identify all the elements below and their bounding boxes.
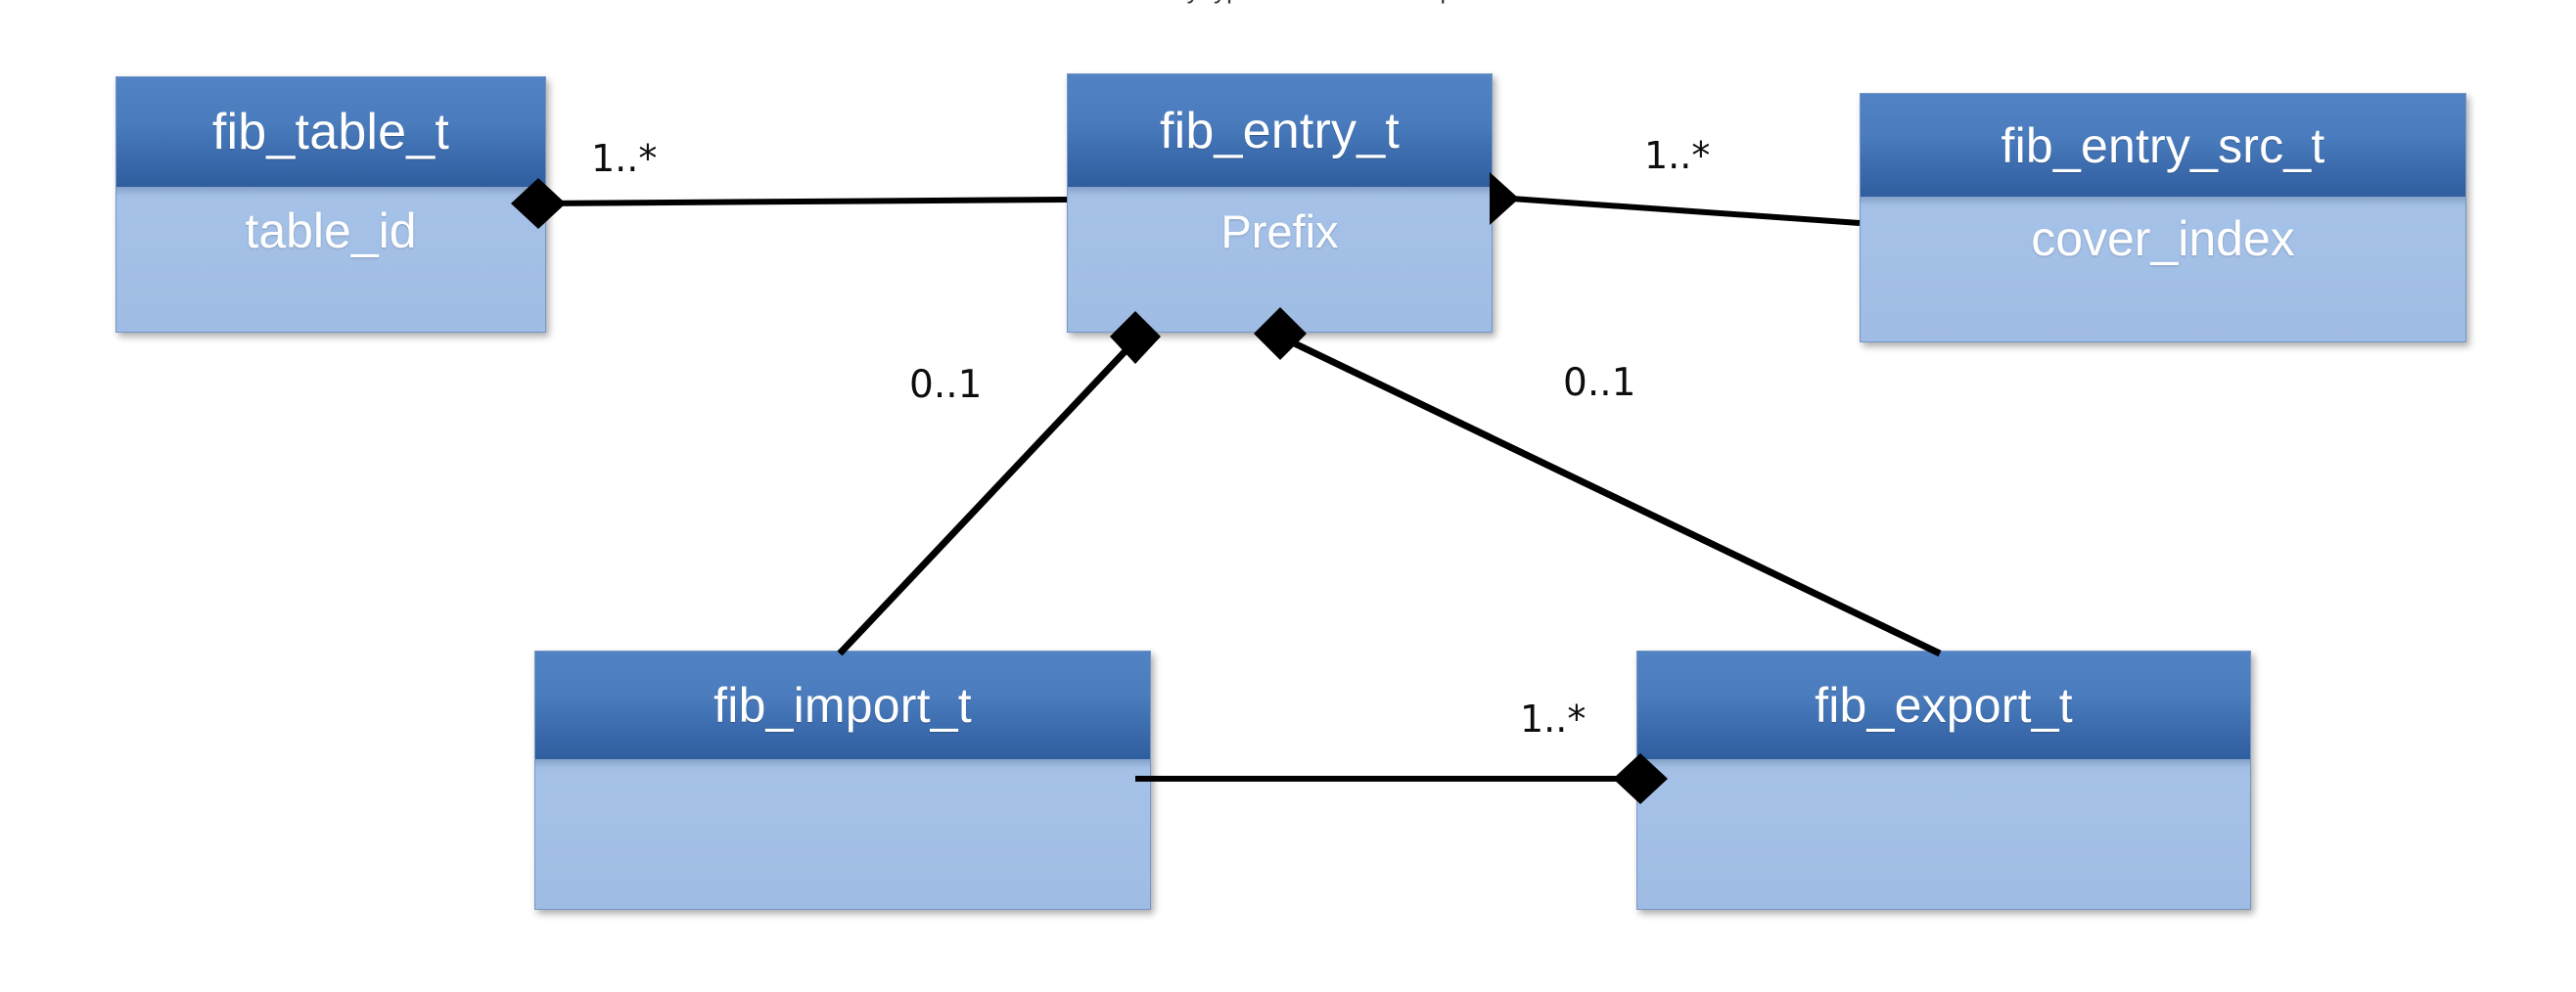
class-box-fib-entry-t[interactable]: fib_entry_t Prefix bbox=[1067, 73, 1493, 333]
class-attributes-fib-import-t bbox=[535, 759, 1150, 909]
filled-arrow-entry-end bbox=[1490, 172, 1519, 225]
relationship-entry-to-import bbox=[837, 311, 1161, 656]
class-attributes-fib-entry-t: Prefix bbox=[1068, 187, 1492, 332]
relationship-table-to-entry bbox=[511, 178, 1068, 229]
relationship-import-to-export bbox=[1135, 753, 1668, 804]
class-name-fib-table-t: fib_table_t bbox=[116, 77, 545, 187]
relationship-entry-to-src bbox=[1490, 172, 1861, 226]
attribute-cover-index: cover_index bbox=[2031, 211, 2295, 266]
class-attributes-fib-entry-src-t: cover_index bbox=[1861, 197, 2465, 341]
class-box-fib-entry-src-t[interactable]: fib_entry_src_t cover_index bbox=[1860, 93, 2466, 342]
multiplicity-label-table-to-entry: 1..* bbox=[591, 137, 658, 180]
class-name-fib-export-t: fib_export_t bbox=[1637, 652, 2250, 759]
link-line-entry-to-import bbox=[837, 338, 1138, 656]
multiplicity-label-entry-to-export: 0..1 bbox=[1563, 361, 1636, 405]
class-name-fib-import-t: fib_import_t bbox=[535, 652, 1150, 759]
link-line-table-to-entry bbox=[537, 197, 1068, 206]
relationship-entry-to-export bbox=[1254, 307, 1942, 657]
multiplicity-label-entry-to-import: 0..1 bbox=[909, 363, 983, 407]
class-box-fib-table-t[interactable]: fib_table_t table_id bbox=[115, 76, 546, 333]
class-attributes-fib-export-t bbox=[1637, 759, 2250, 909]
attribute-prefix: Prefix bbox=[1220, 205, 1339, 257]
class-box-fib-export-t[interactable]: fib_export_t bbox=[1636, 651, 2251, 910]
multiplicity-label-import-to-export: 1..* bbox=[1520, 698, 1587, 741]
class-box-fib-import-t[interactable]: fib_import_t bbox=[534, 651, 1151, 910]
link-line-entry-to-src bbox=[1496, 195, 1861, 226]
multiplicity-label-entry-to-src: 1..* bbox=[1644, 134, 1711, 177]
clipped-heading-text: fib entry types and relationships bbox=[0, 0, 2576, 8]
class-name-fib-entry-src-t: fib_entry_src_t bbox=[1861, 94, 2465, 197]
class-name-fib-entry-t: fib_entry_t bbox=[1068, 74, 1492, 187]
class-attributes-fib-table-t: table_id bbox=[116, 187, 545, 332]
attribute-table-id: table_id bbox=[245, 203, 417, 258]
